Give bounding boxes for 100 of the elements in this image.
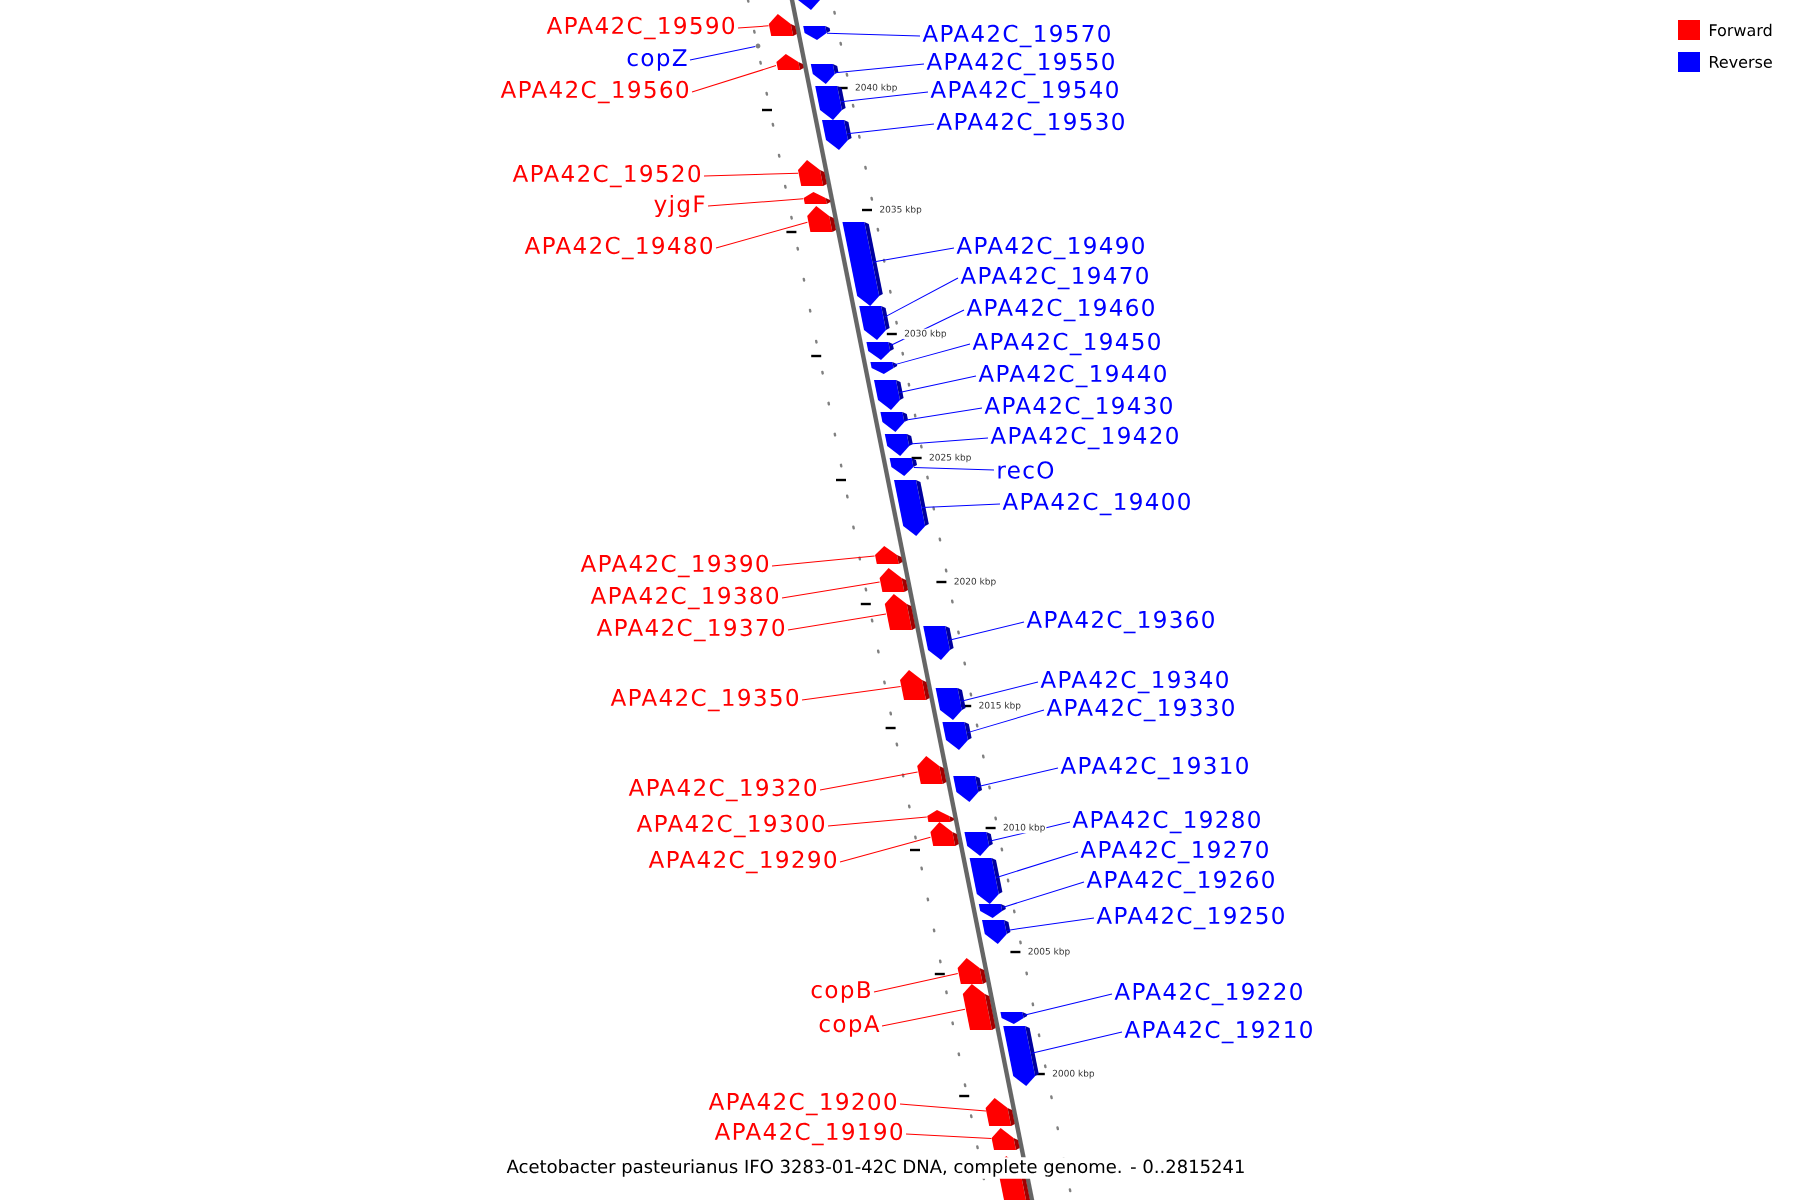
leader-line (846, 123, 935, 135)
gene-label: APA42C_19400 (1002, 492, 1190, 516)
gene-label: recO (998, 461, 1054, 479)
leader-line (801, 686, 902, 701)
gene-block (875, 546, 903, 564)
leader-line (1002, 881, 1085, 908)
gene-label: APA42C_19200 (708, 1092, 897, 1116)
leader-line (715, 221, 808, 249)
gene-block (803, 192, 831, 204)
gene-label: APA42C_19430 (984, 396, 1172, 420)
gene-block (879, 568, 908, 592)
gene-block (953, 776, 982, 802)
gene-block (866, 342, 894, 360)
leader-line (834, 63, 925, 74)
gene-label: APA42C_19460 (966, 298, 1154, 322)
gene-label: APA42C_19270 (1080, 840, 1268, 864)
leader-line (826, 32, 921, 37)
gene-label: APA42C_19210 (1124, 1020, 1312, 1044)
gene-block (884, 594, 916, 630)
gene-block (1000, 1012, 1028, 1024)
legend-label: Forward (1710, 23, 1772, 37)
gene-block (874, 380, 904, 410)
leader-line (921, 503, 1001, 508)
gene-block (927, 810, 954, 822)
gene-label: yjgF (654, 194, 705, 218)
gene-label: APA42C_19260 (1086, 870, 1274, 894)
leader-line (913, 466, 995, 471)
gene-label: APA42C_19440 (978, 364, 1166, 388)
leader-line (884, 277, 959, 318)
leader-line (873, 973, 959, 993)
gene-block (884, 434, 913, 456)
gene-label: APA42C_19250 (1096, 906, 1284, 930)
gene-label: APA42C_19470 (960, 266, 1148, 290)
gene-block (794, 0, 824, 10)
gene-label: APA42C_19220 (1114, 982, 1302, 1006)
gene-block (822, 120, 852, 150)
gene-label: APA42C_19360 (1026, 610, 1214, 634)
gene-block (870, 362, 898, 374)
gene-label: APA42C_19560 (500, 80, 689, 104)
gene-label: APA42C_19450 (972, 332, 1160, 356)
gene-label: APA42C_19550 (926, 52, 1114, 76)
leader-line (881, 1008, 966, 1027)
leader-line (827, 816, 928, 827)
gene-label: APA42C_19320 (628, 778, 817, 802)
gene-label: APA42C_19300 (636, 814, 825, 838)
leader-line (977, 767, 1059, 787)
gene-block (894, 480, 929, 536)
gene-label: APA42C_19590 (546, 16, 735, 40)
gene-block (978, 904, 1006, 918)
gene-block (880, 412, 908, 432)
gene-block (957, 958, 987, 984)
leader-line (872, 247, 955, 263)
gene-label: APA42C_19290 (648, 850, 837, 874)
gene-block (942, 722, 972, 750)
gene-label: APA42C_19280 (1072, 810, 1260, 834)
leader-line (703, 172, 799, 177)
gene-label: APA42C_19540 (930, 80, 1118, 104)
leader-line (787, 613, 887, 631)
gene-label: copZ (627, 49, 687, 71)
leader-line (893, 343, 971, 366)
gene-label: APA42C_19420 (990, 426, 1178, 450)
gene-block (991, 1128, 1020, 1150)
gene-block (900, 670, 930, 700)
gene-block (964, 832, 993, 856)
gene-label: copB (811, 981, 870, 1003)
gene-label: APA42C_19350 (610, 688, 799, 712)
gene-block (768, 14, 797, 36)
leader-line (905, 1133, 992, 1139)
gene-label: APA42C_19480 (524, 236, 713, 260)
gene-label: APA42C_19530 (936, 112, 1124, 136)
gene-block (917, 756, 947, 784)
legend-label: Reverse (1710, 56, 1772, 68)
leader-line (771, 555, 876, 567)
gene-label: copA (819, 1015, 880, 1037)
leader-line (781, 581, 881, 599)
leader-line (890, 309, 965, 346)
leader-line (1023, 993, 1113, 1016)
leader-line (899, 1103, 987, 1112)
gene-block (803, 26, 831, 40)
gene-block (982, 920, 1011, 944)
leader-line (819, 771, 919, 791)
gene-block (985, 1098, 1015, 1126)
leader-line (898, 375, 977, 394)
leader-line (737, 25, 770, 29)
gene-label: APA42C_19370 (596, 618, 785, 642)
gene-label: APA42C_19520 (512, 164, 701, 188)
gene-label: APA42C_19330 (1046, 698, 1234, 722)
gene-block (923, 626, 954, 660)
gene-label: APA42C_19570 (922, 24, 1110, 48)
leader-line (948, 621, 1025, 641)
leader-line (967, 709, 1045, 734)
leader-line (691, 65, 777, 93)
gene-block (810, 64, 839, 84)
gene-block (935, 688, 966, 720)
gene-label: APA42C_19190 (714, 1122, 903, 1146)
gene-block (798, 160, 827, 186)
gene-block (776, 54, 804, 70)
caption: Acetobacter pasteurianus IFO 3283-01-42C DNA, complete genome. - 0..2815241 (504, 1157, 1248, 1179)
leader-line (1031, 1031, 1123, 1054)
gene-label: APA42C_19490 (956, 236, 1144, 260)
